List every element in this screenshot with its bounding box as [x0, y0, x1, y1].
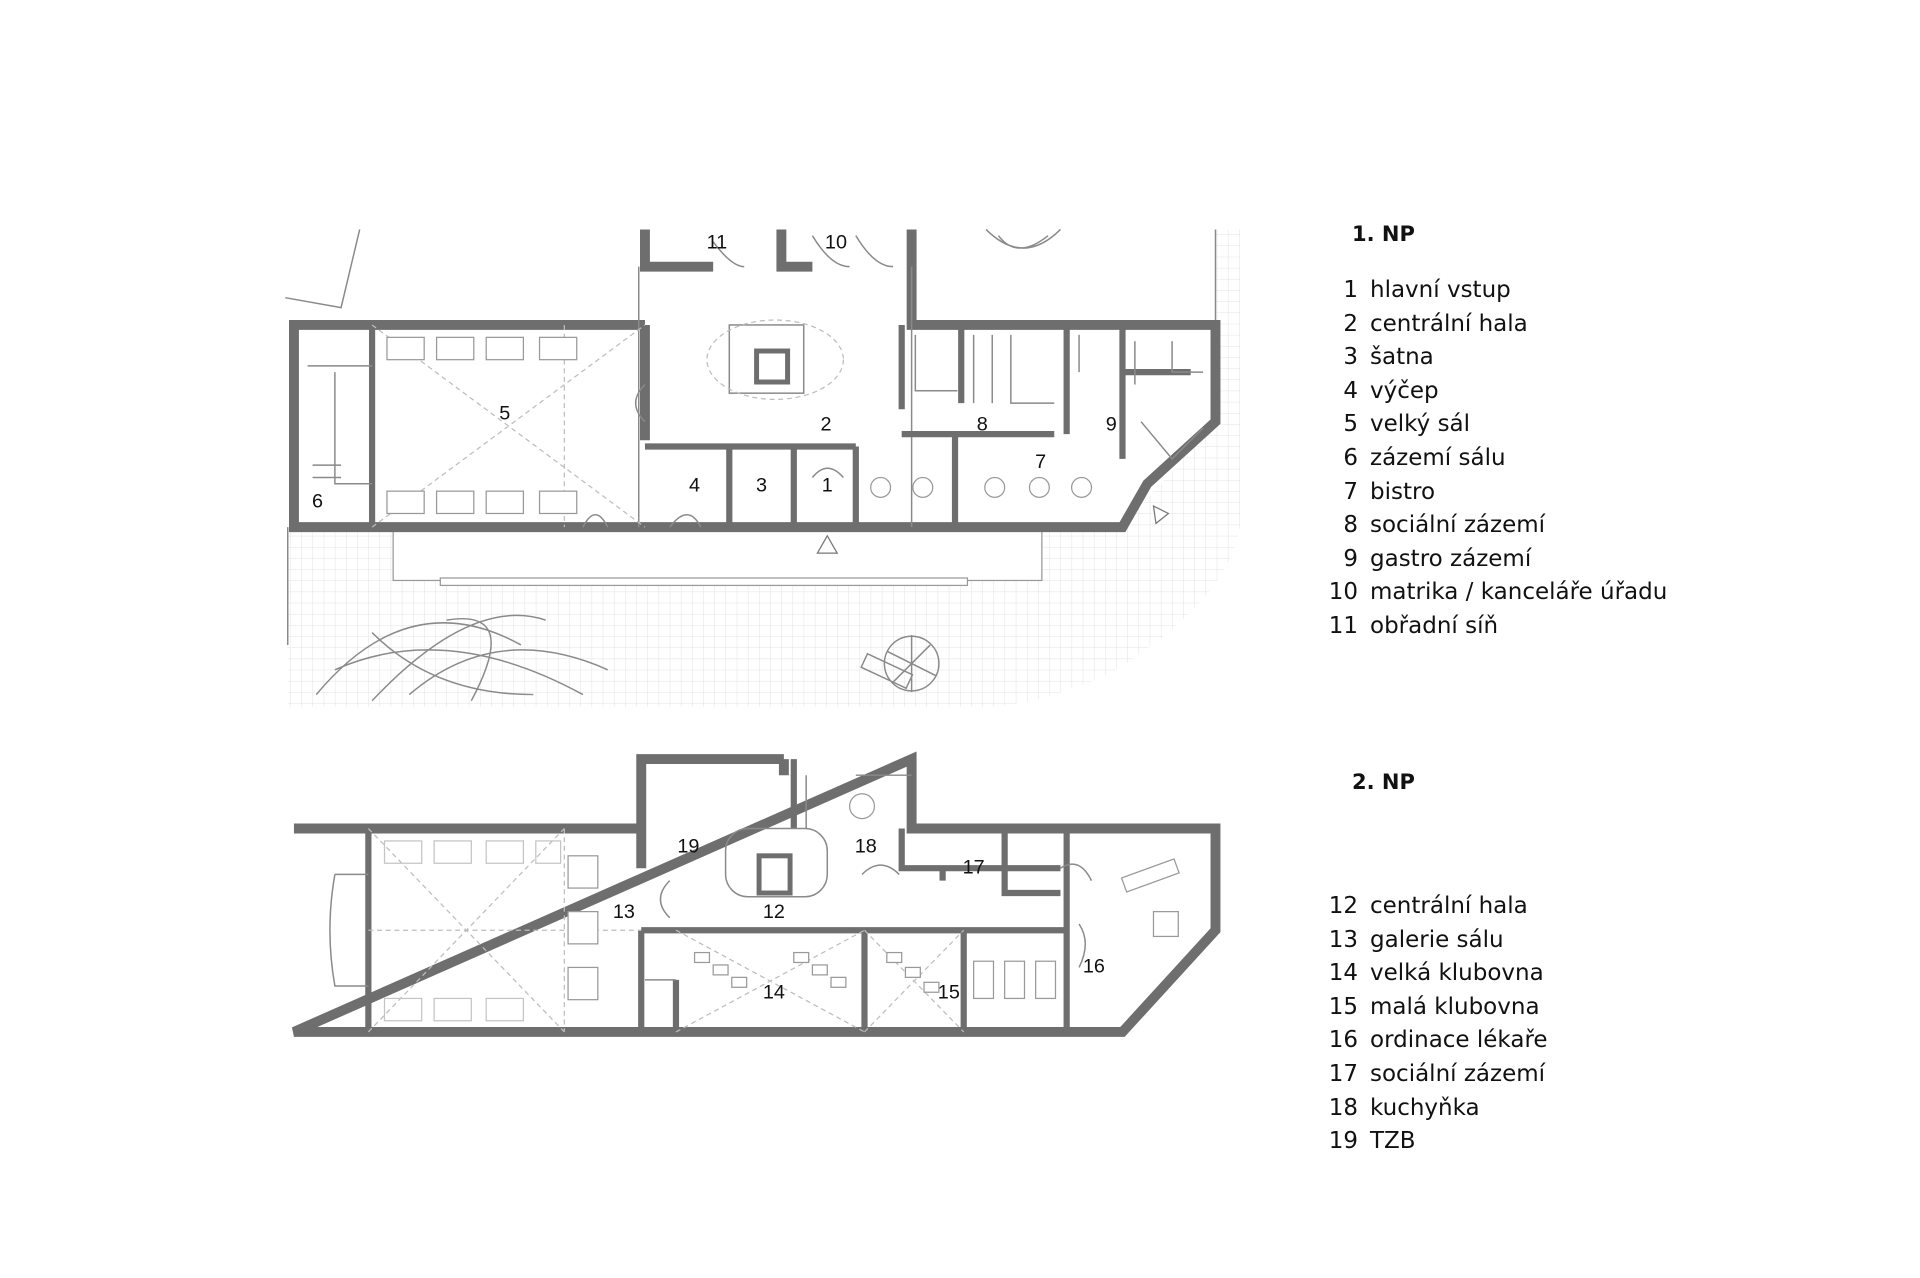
- legend-title: 2. NP: [1352, 770, 1415, 794]
- legend-number: 10: [1328, 579, 1358, 606]
- legend-number: 2: [1343, 310, 1358, 337]
- legend-item: 8 sociální zázemí: [1320, 512, 1545, 538]
- legend-label: bistro: [1370, 478, 1436, 505]
- legend-label: TZB: [1370, 1128, 1416, 1155]
- legend-label: sociální zázemí: [1370, 512, 1546, 539]
- legend-title: 1. NP: [1352, 222, 1415, 246]
- legend-item: 4 výčep: [1320, 377, 1439, 404]
- legend-item: 13 galerie sálu: [1320, 927, 1504, 953]
- legend-item: 17 sociální zázemí: [1320, 1061, 1545, 1087]
- room-number-6: 6: [312, 491, 323, 513]
- legend-number: 1: [1343, 277, 1358, 303]
- room-number-2: 2: [821, 414, 832, 436]
- legend-number: 16: [1328, 1027, 1358, 1054]
- legend-label: velký sál: [1370, 411, 1471, 438]
- legend-label: šatna: [1370, 344, 1434, 371]
- bistro-tables: [870, 476, 1093, 498]
- legend-number: 3: [1343, 344, 1358, 371]
- floor-1-plan: 11 10 5 2 8 9 7 4 3 1 6: [285, 228, 1241, 707]
- room-number-19: 19: [677, 835, 699, 857]
- room-number-11: 11: [707, 231, 728, 253]
- hall-tables: [386, 336, 578, 515]
- room-number-16: 16: [1083, 956, 1105, 978]
- legend-item: 11 obřadní síň: [1320, 613, 1498, 639]
- floor-2-plan: 19 18 17 13 12 16 14 15: [291, 751, 1221, 1037]
- room-number-13: 13: [613, 901, 635, 923]
- exterior-wall: [288, 229, 1221, 533]
- porch: [392, 526, 1043, 582]
- room-number-8: 8: [977, 414, 988, 436]
- room-number-3: 3: [756, 474, 767, 496]
- room-number-7: 7: [1035, 451, 1046, 473]
- legend-number: 9: [1343, 545, 1358, 572]
- legend-item: 7 bistro: [1320, 479, 1435, 505]
- legend-number: 7: [1343, 478, 1358, 505]
- legend-number: 18: [1328, 1094, 1358, 1121]
- legend-item: 18 kuchyňka: [1320, 1095, 1480, 1121]
- room-number-4: 4: [689, 474, 700, 496]
- legend-item: 14 velká klubovna: [1320, 960, 1544, 986]
- legend-label: velká klubovna: [1370, 960, 1544, 987]
- legend-item: 3 šatna: [1320, 344, 1434, 371]
- legend-item: 16 ordinace lékaře: [1320, 1027, 1548, 1053]
- legend-item: 15 malá klubovna: [1320, 994, 1540, 1020]
- legend-number: 14: [1328, 960, 1358, 987]
- legend-label: kuchyňka: [1370, 1094, 1480, 1121]
- room-number-9: 9: [1106, 414, 1117, 436]
- exterior-wall: [291, 751, 1221, 1037]
- room-number-1: 1: [822, 474, 833, 496]
- legend-number: 4: [1343, 377, 1358, 404]
- legend-label: galerie sálu: [1370, 926, 1504, 953]
- legend-number: 12: [1328, 893, 1358, 919]
- room-number-17: 17: [963, 856, 985, 878]
- legend-number: 6: [1343, 445, 1358, 471]
- legend-label: malá klubovna: [1370, 993, 1540, 1020]
- legend-item: 12 centrální hala: [1320, 893, 1528, 919]
- legend-label: zázemí sálu: [1370, 445, 1506, 471]
- legend-label: hlavní vstup: [1370, 277, 1511, 303]
- entrance-arrow-icon: [816, 534, 839, 554]
- room-number-5: 5: [499, 402, 510, 424]
- legend-item: 10 matrika / kanceláře úřadu: [1320, 579, 1668, 606]
- legend-label: centrální hala: [1370, 310, 1528, 337]
- room-number-15: 15: [938, 982, 960, 1004]
- room-number-12: 12: [763, 901, 785, 923]
- legend-label: obřadní síň: [1370, 613, 1499, 639]
- legend-number: 8: [1343, 512, 1358, 539]
- legend-item: 1 hlavní vstup: [1320, 277, 1511, 303]
- room-number-18: 18: [855, 835, 877, 857]
- legend-number: 19: [1328, 1128, 1358, 1155]
- room-number-14: 14: [763, 982, 785, 1004]
- legend-item: 5 velký sál: [1320, 411, 1470, 437]
- legend-label: gastro zázemí: [1370, 545, 1532, 572]
- legend-label: matrika / kanceláře úřadu: [1370, 579, 1668, 606]
- entrance-arrow-icon: [1152, 504, 1170, 525]
- legend-item: 9 gastro zázemí: [1320, 546, 1531, 572]
- legend-label: ordinace lékaře: [1370, 1027, 1548, 1054]
- legend-item: 19 TZB: [1320, 1128, 1416, 1154]
- legend-item: 2 centrální hala: [1320, 310, 1528, 337]
- tree-icon: [315, 228, 1061, 702]
- ground-paving: [287, 229, 1241, 707]
- legend-number: 17: [1328, 1061, 1358, 1087]
- legend-number: 11: [1328, 613, 1358, 639]
- legend-label: centrální hala: [1370, 893, 1528, 919]
- legend-number: 15: [1328, 993, 1358, 1020]
- site-boundary: [285, 229, 1217, 645]
- legend-number: 5: [1343, 411, 1358, 438]
- legend-number: 13: [1328, 926, 1358, 953]
- legend-label: výčep: [1370, 377, 1439, 404]
- legend-item: 6 zázemí sálu: [1320, 445, 1506, 471]
- legend-label: sociální zázemí: [1370, 1061, 1546, 1087]
- room-number-10: 10: [825, 231, 847, 253]
